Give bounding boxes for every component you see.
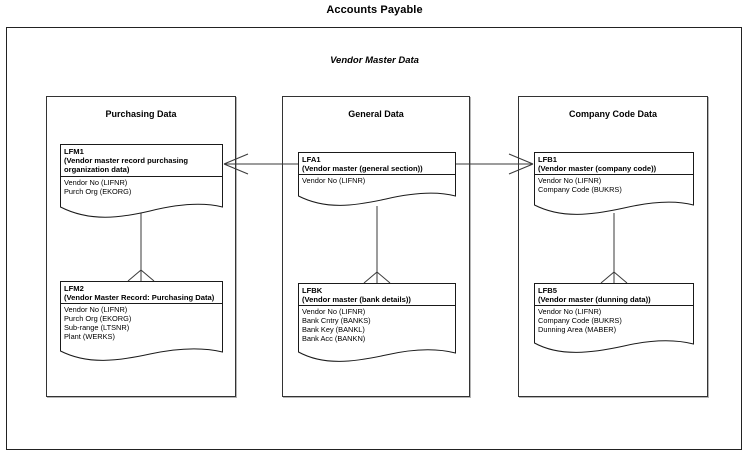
entity-lfbk-body: LFBK (Vendor master (bank details)) Vend… xyxy=(298,283,456,346)
entity-lfm2-attributes: Vendor No (LIFNR) Purch Org (EKORG) Sub-… xyxy=(61,304,222,343)
entity-lfm1-header: LFM1 (Vendor master record purchasing or… xyxy=(61,145,222,177)
entity-lfb5-code: LFB5 xyxy=(538,286,557,295)
entity-lfa1-attributes: Vendor No (LIFNR) xyxy=(299,175,455,187)
column-title-general: General Data xyxy=(348,109,404,119)
page-title: Accounts Payable xyxy=(326,4,423,16)
attribute-item: Vendor No (LIFNR) xyxy=(538,176,602,186)
attribute-item: Sub-range (LTSNR) xyxy=(64,323,130,333)
entity-lfb1-header: LFB1 (Vendor master (company code)) xyxy=(535,153,693,176)
entity-lfm1-attributes: Vendor No (LIFNR) Purch Org (EKORG) xyxy=(61,177,222,198)
attribute-item: Vendor No (LIFNR) xyxy=(64,305,128,315)
attribute-item: Bank Acc (BANKN) xyxy=(302,334,366,344)
attribute-item: Company Code (BUKRS) xyxy=(538,316,622,326)
entity-lfb1-torn-edge xyxy=(534,196,694,215)
attribute-item: Dunning Area (MABER) xyxy=(538,325,617,335)
entity-lfbk-header: LFBK (Vendor master (bank details)) xyxy=(299,284,455,307)
entity-lfm2-body: LFM2 (Vendor Master Record: Purchasing D… xyxy=(60,281,223,344)
attribute-item: Vendor No (LIFNR) xyxy=(64,177,128,187)
entity-lfm1-torn-edge xyxy=(60,198,223,218)
entity-lfb5-attributes: Vendor No (LIFNR) Company Code (BUKRS) D… xyxy=(535,306,693,336)
entity-lfbk-code: LFBK xyxy=(302,286,323,295)
entity-lfm1-code: LFM1 xyxy=(64,147,84,156)
attribute-item: Bank Key (BANKL) xyxy=(302,325,365,335)
entity-lfm1-description: (Vendor master record purchasing organiz… xyxy=(64,156,189,175)
attribute-item: Plant (WERKS) xyxy=(64,332,115,342)
entity-lfm2-description: (Vendor Master Record: Purchasing Data) xyxy=(64,293,215,303)
attribute-item: Vendor No (LIFNR) xyxy=(302,176,366,186)
entity-lfb1-attributes: Vendor No (LIFNR) Company Code (BUKRS) xyxy=(535,175,693,196)
attribute-item: Purch Org (EKORG) xyxy=(64,186,132,196)
attribute-item: Vendor No (LIFNR) xyxy=(538,307,602,317)
entity-lfb5-header: LFB5 (Vendor master (dunning data)) xyxy=(535,284,693,307)
entity-lfb1-description: (Vendor master (company code)) xyxy=(538,164,657,174)
entity-lfbk-description: (Vendor master (bank details)) xyxy=(302,295,411,305)
entity-lfm2-code: LFM2 xyxy=(64,284,84,293)
entity-lfa1-code: LFA1 xyxy=(302,155,321,164)
entity-lfm2-header: LFM2 (Vendor Master Record: Purchasing D… xyxy=(61,282,222,305)
entity-lfbk-torn-edge xyxy=(298,345,456,362)
entity-lfb5-description: (Vendor master (dunning data)) xyxy=(538,295,651,305)
attribute-item: Bank Cntry (BANKS) xyxy=(302,316,371,326)
entity-lfa1-body: LFA1 (Vendor master (general section)) V… xyxy=(298,152,456,188)
entity-lfbk-attributes: Vendor No (LIFNR) Bank Cntry (BANKS) Ban… xyxy=(299,306,455,345)
entity-lfm2-torn-edge xyxy=(60,343,223,361)
attribute-item: Purch Org (EKORG) xyxy=(64,314,132,324)
column-title-company-code: Company Code Data xyxy=(568,109,657,119)
attribute-item: Vendor No (LIFNR) xyxy=(302,307,366,317)
entity-lfb5-torn-edge xyxy=(534,336,694,353)
entity-lfa1-description: (Vendor master (general section)) xyxy=(302,164,423,174)
entity-lfb1-code: LFB1 xyxy=(538,155,557,164)
entity-lfb5-body: LFB5 (Vendor master (dunning data)) Vend… xyxy=(534,283,694,337)
column-title-purchasing: Purchasing Data xyxy=(105,109,177,119)
entity-lfm1-body: LFM1 (Vendor master record purchasing or… xyxy=(60,144,223,198)
entity-lfb1-body: LFB1 (Vendor master (company code)) Vend… xyxy=(534,152,694,197)
frame-title: Vendor Master Data xyxy=(330,55,419,66)
entity-lfa1-torn-edge xyxy=(298,187,456,206)
attribute-item: Company Code (BUKRS) xyxy=(538,185,622,195)
entity-lfa1-header: LFA1 (Vendor master (general section)) xyxy=(299,153,455,176)
